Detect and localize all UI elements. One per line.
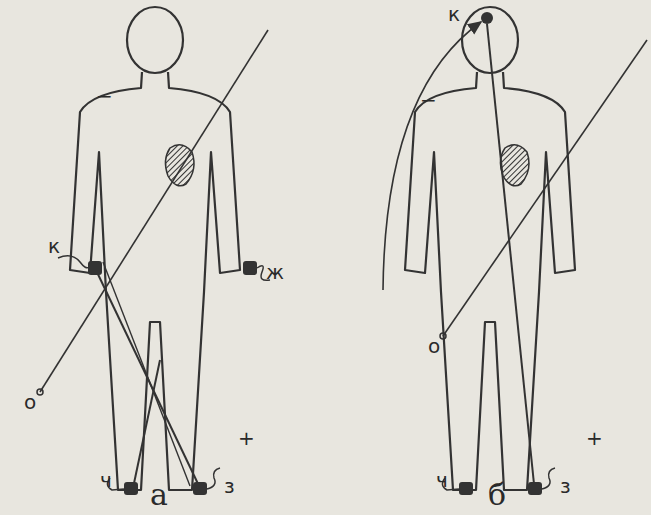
electrode-label: ч <box>436 470 448 490</box>
electrode-label: з <box>224 476 235 496</box>
electrode-label: к <box>48 236 60 256</box>
polarity-sign: − <box>420 90 437 110</box>
electrode-label: к <box>448 4 460 24</box>
electrode-label: з <box>560 476 571 496</box>
polarity-sign: + <box>238 428 255 448</box>
figure-b <box>383 7 647 495</box>
figure-a <box>37 7 270 495</box>
electrode-label: ч <box>100 470 112 490</box>
polarity-sign: + <box>586 428 603 448</box>
polarity-sign: − <box>96 86 113 106</box>
axis-end-label: о <box>428 336 440 356</box>
axis-end-label: о <box>24 392 36 412</box>
electrode-label: ж <box>266 262 284 282</box>
figure-caption: а <box>150 480 168 510</box>
figure-caption: б <box>488 480 506 510</box>
